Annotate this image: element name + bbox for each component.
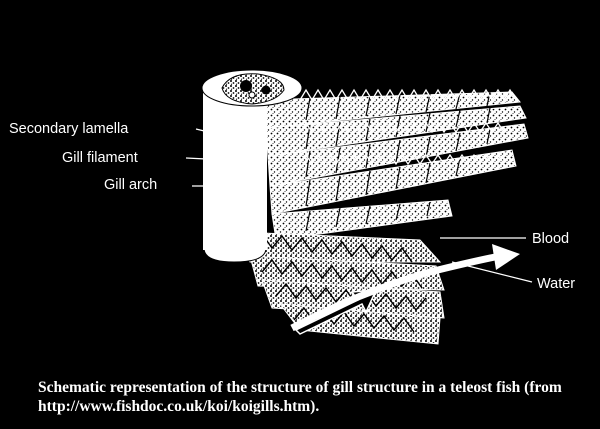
label-water: Water: [537, 276, 576, 292]
water-flow-arrow: [290, 244, 520, 332]
label-secondary-lamella: Secondary lamella: [9, 121, 129, 137]
label-leader-lines: [185, 128, 533, 283]
gill-structure-illustration: [185, 69, 533, 345]
label-blood: Blood: [532, 231, 570, 247]
lower-gill-filaments: [239, 231, 445, 345]
label-gill-arch: Gill arch: [104, 177, 158, 193]
label-gill-filament: Gill filament: [62, 150, 138, 166]
upper-gill-filaments: [261, 91, 529, 241]
figure-caption: Schematic representation of the structur…: [38, 379, 562, 415]
filament-serrations: [299, 88, 517, 166]
